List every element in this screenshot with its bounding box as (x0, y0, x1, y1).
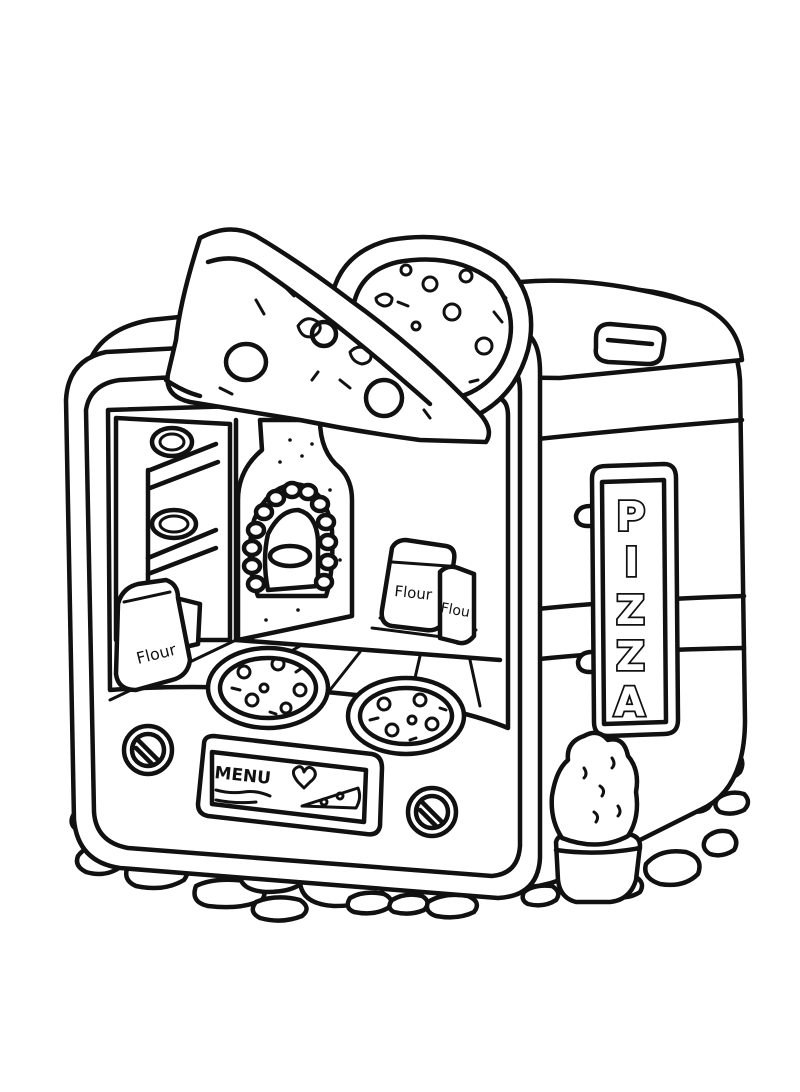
counter-pizza-right (345, 675, 467, 757)
roof-pizza-slice (163, 227, 492, 445)
potted-plant (549, 730, 643, 905)
flour-bag-label: Flour (394, 582, 434, 604)
display-window (105, 395, 511, 731)
right-knob (405, 785, 459, 839)
sign-letter-p: P (616, 494, 645, 540)
flour-bag-left: Flour (113, 577, 203, 693)
menu-board: MENU (195, 733, 385, 837)
stone-oven (235, 417, 355, 643)
left-knob (121, 723, 175, 777)
heart-icon (291, 765, 317, 790)
sign-letter-i: I (624, 540, 639, 586)
flour-bag-right: Flou (437, 564, 477, 646)
flour-bag-label: Flou (439, 600, 471, 621)
counter-pizza-left (205, 645, 331, 731)
sign-letter-a: A (614, 680, 645, 726)
oven-bricks (241, 480, 339, 594)
sign-letter-z: Z (616, 588, 645, 634)
pizza-sign: P I Z Z A (573, 461, 681, 739)
sign-letter-z: Z (616, 634, 645, 680)
roof-vent (593, 321, 667, 367)
